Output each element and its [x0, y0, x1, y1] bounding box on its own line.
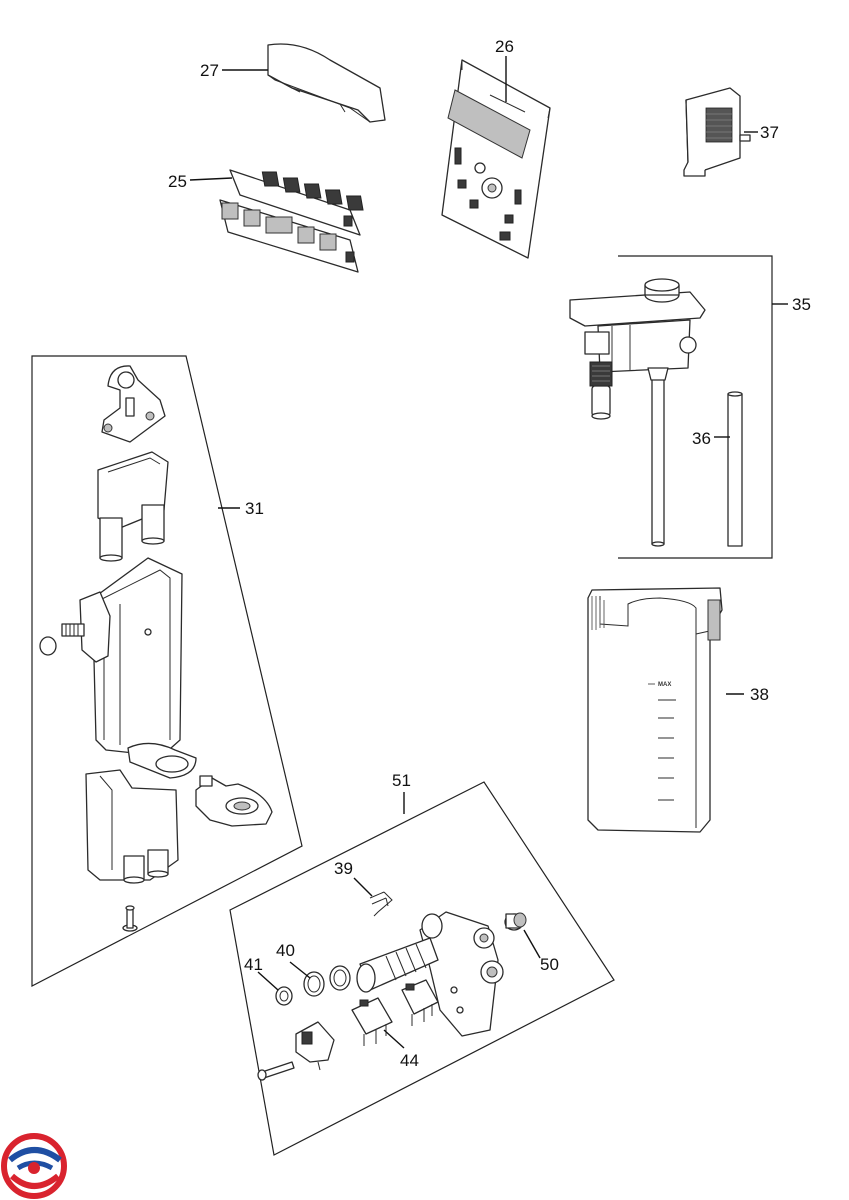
- part-31-assembly: [39, 365, 273, 932]
- callout-40: 40: [276, 941, 295, 960]
- max-fill-label: MAX: [658, 682, 671, 688]
- callout-44: 44: [400, 1051, 419, 1070]
- part-36-tube: [727, 391, 743, 547]
- part-38-water-tank: MAX: [587, 587, 723, 833]
- frame-31: [31, 355, 303, 987]
- part-51-valve-assembly: [257, 891, 527, 1081]
- part-26-control-board: [441, 59, 551, 259]
- part-37-cap: [683, 87, 751, 177]
- callout-35: 35: [792, 295, 811, 314]
- callout-31: 31: [245, 499, 264, 518]
- part-27-panel-cover: [267, 43, 386, 123]
- frame-35: [618, 255, 773, 559]
- callout-38: 38: [750, 685, 769, 704]
- callout-26: 26: [495, 37, 514, 56]
- callout-25: 25: [168, 172, 187, 191]
- callout-37: 37: [760, 123, 779, 142]
- callout-51: 51: [392, 771, 411, 790]
- callout-39: 39: [334, 859, 353, 878]
- callout-41: 41: [244, 955, 263, 974]
- callout-27: 27: [200, 61, 219, 80]
- part-35-valve-assembly: [569, 278, 706, 547]
- callout-36: 36: [692, 429, 711, 448]
- callout-50: 50: [540, 955, 559, 974]
- brand-logo: [1, 1133, 67, 1199]
- part-25-keypad: [219, 169, 364, 273]
